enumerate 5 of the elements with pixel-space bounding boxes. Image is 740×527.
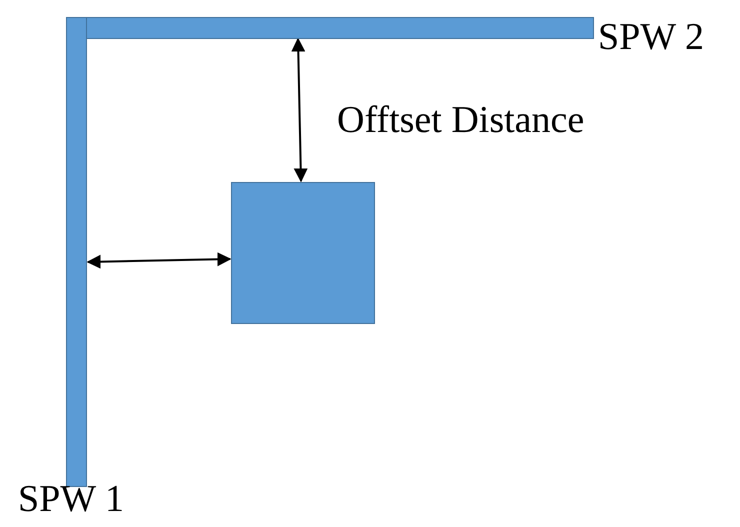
wall-label: SPW 2	[598, 17, 704, 57]
dimension-label: Offtset Distance	[337, 100, 584, 140]
double-arrow	[86, 252, 232, 269]
double-arrow	[291, 38, 308, 182]
wall-label: SPW 1	[18, 479, 124, 519]
